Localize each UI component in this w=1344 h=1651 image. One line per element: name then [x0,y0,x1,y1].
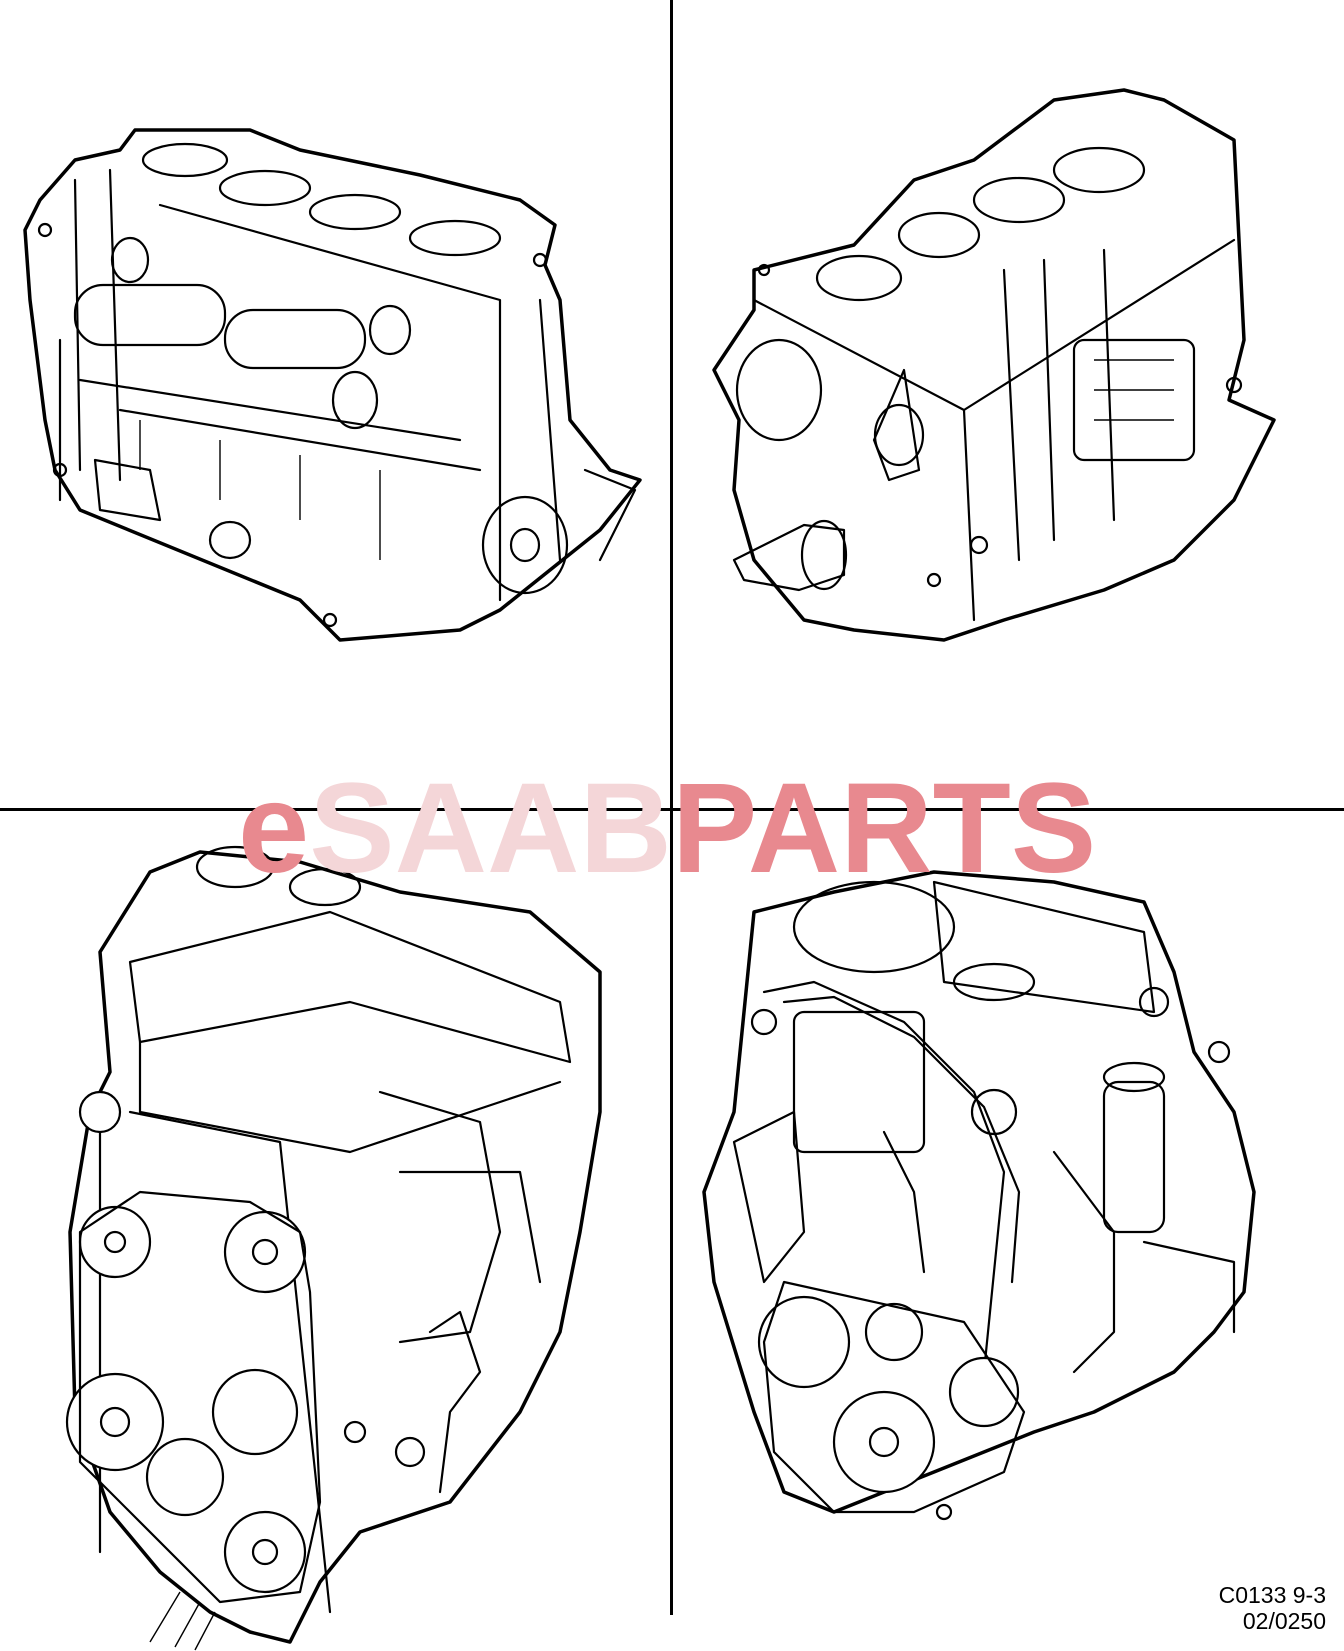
engine-short-block-front-icon [23,128,642,642]
figure-number: 02/0250 [1242,1608,1326,1634]
short-block-front-view [0,0,670,810]
reference-code-block: C0133 9-3 02/0250 [1219,1582,1326,1634]
figure-code: C0133 9-3 [1218,1582,1326,1608]
vertical-divider [670,0,673,1615]
complete-engine-front-view [0,812,670,1651]
engine-complete-rear-icon [702,870,1256,1521]
complete-engine-rear-view [674,812,1344,1651]
horizontal-divider [0,808,1344,811]
engine-short-block-rear-icon [712,88,1276,642]
short-block-rear-view [674,0,1344,810]
engine-complete-front-icon [65,845,602,1651]
